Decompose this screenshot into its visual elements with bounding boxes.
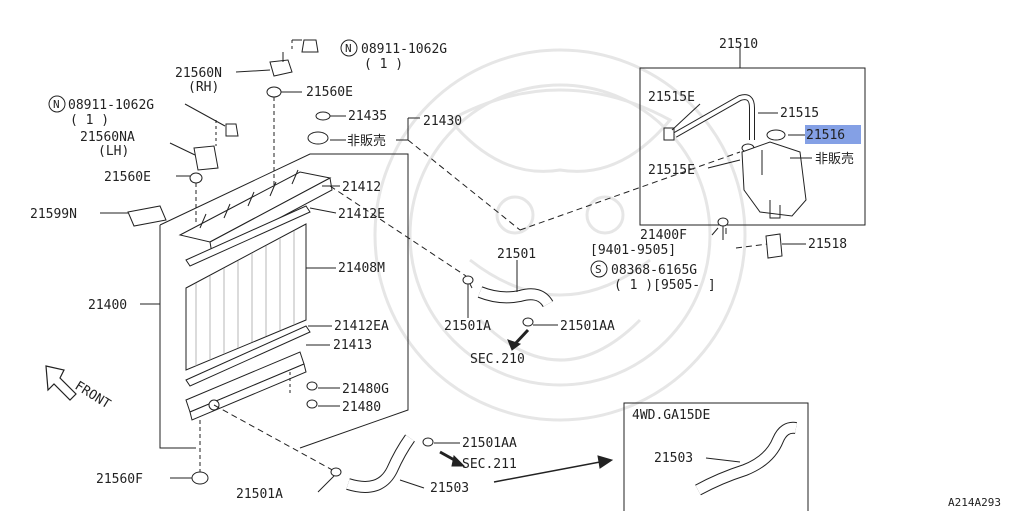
s-badge — [590, 260, 608, 278]
front-label: FRONT — [72, 379, 113, 413]
inset-4wd — [623, 402, 809, 511]
part-21515[interactable]: 21515 — [780, 106, 819, 121]
part-21599N[interactable]: 21599N — [30, 207, 77, 222]
part-21560NA[interactable]: 21560NA — [80, 130, 135, 145]
part-21400F-range: [9401-9505] — [590, 243, 676, 258]
part-08911-top-qty: ( 1 ) — [364, 57, 403, 72]
part-21560NA-side: (LH) — [98, 144, 129, 159]
part-08368-qty: ( 1 )[9505- ] — [614, 278, 716, 293]
n-badge-left-letter: N — [53, 98, 60, 111]
part-08368[interactable]: 08368-6165G — [611, 263, 697, 278]
part-21480[interactable]: 21480 — [342, 400, 381, 415]
part-21412E[interactable]: 21412E — [338, 207, 385, 222]
part-21501AA-mid[interactable]: 21501AA — [560, 319, 615, 334]
part-21560E-top[interactable]: 21560E — [306, 85, 353, 100]
part-21560E-left[interactable]: 21560E — [104, 170, 151, 185]
part-21435[interactable]: 21435 — [348, 109, 387, 124]
diagram-code: A214A293 — [948, 496, 1001, 509]
radiator-assembly — [140, 153, 409, 485]
not-sold-tank: 非販売 — [815, 151, 854, 167]
badges — [48, 39, 608, 278]
part-21400F[interactable]: 21400F — [640, 228, 687, 243]
part-21560F[interactable]: 21560F — [96, 472, 143, 487]
sec-211-link[interactable]: SEC.211 — [462, 457, 517, 472]
part-21560N[interactable]: 21560N — [175, 66, 222, 81]
part-21518[interactable]: 21518 — [808, 237, 847, 252]
part-21560N-side: (RH) — [188, 80, 219, 95]
part-21412EA[interactable]: 21412EA — [334, 319, 389, 334]
bolt-bracket-group — [711, 217, 806, 259]
part-21501[interactable]: 21501 — [497, 247, 536, 262]
reservoir-box — [639, 67, 866, 226]
front-arrow — [45, 365, 77, 401]
part-21413[interactable]: 21413 — [333, 338, 372, 353]
s-badge-letter: S — [595, 263, 602, 276]
part-08911-left[interactable]: 08911-1062G — [68, 98, 154, 113]
not-sold-cap: 非販売 — [347, 133, 386, 149]
labels: 21510 21515E 21515 21516 非販売 21515E N 08… — [30, 37, 1001, 509]
mounting-parts — [100, 39, 420, 227]
part-21412[interactable]: 21412 — [342, 180, 381, 195]
inset-part-21503[interactable]: 21503 — [654, 451, 693, 466]
watermark-emblem — [373, 48, 747, 422]
inset-title: 4WD.GA15DE — [632, 408, 710, 423]
part-21515E-bottom[interactable]: 21515E — [648, 163, 695, 178]
part-21480G[interactable]: 21480G — [342, 382, 389, 397]
part-08911-left-qty: ( 1 ) — [70, 113, 109, 128]
n-badge-top — [340, 39, 358, 57]
lower-hose — [317, 434, 614, 493]
part-21501AA-bottom[interactable]: 21501AA — [462, 436, 517, 451]
part-21516[interactable]: 21516 — [806, 128, 845, 143]
highlight-21516 — [805, 125, 861, 144]
part-21430[interactable]: 21430 — [423, 114, 462, 129]
reservoir-group — [639, 46, 866, 226]
part-21503[interactable]: 21503 — [430, 481, 469, 496]
connection-lines — [213, 139, 769, 473]
n-badge-left — [48, 95, 66, 113]
part-21510[interactable]: 21510 — [719, 37, 758, 52]
part-21515E-top[interactable]: 21515E — [648, 90, 695, 105]
part-21501A-bottom[interactable]: 21501A — [236, 487, 283, 502]
sec-210-link[interactable]: SEC.210 — [470, 352, 525, 367]
part-21400[interactable]: 21400 — [88, 298, 127, 313]
n-badge-top-letter: N — [345, 42, 352, 55]
upper-hose — [462, 260, 558, 351]
part-21501A-mid[interactable]: 21501A — [444, 319, 491, 334]
part-08911-top[interactable]: 08911-1062G — [361, 42, 447, 57]
part-21408M[interactable]: 21408M — [338, 261, 385, 276]
